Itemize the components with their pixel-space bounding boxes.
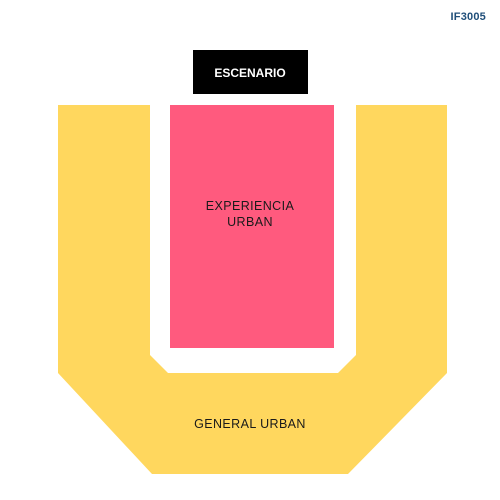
section-experiencia-urban-label-line1: EXPERIENCIA [206, 199, 295, 213]
stage: ESCENARIO [193, 50, 308, 94]
section-experiencia-urban[interactable]: EXPERIENCIA URBAN [170, 105, 334, 348]
section-experiencia-urban-shape[interactable] [170, 105, 334, 348]
section-experiencia-urban-label-line2: URBAN [227, 215, 273, 229]
section-general-urban-shape[interactable] [58, 105, 447, 474]
stage-label: ESCENARIO [214, 66, 285, 80]
section-general-urban-label: GENERAL URBAN [194, 417, 306, 431]
section-general-urban[interactable]: GENERAL URBAN [58, 105, 447, 474]
stage-box [193, 50, 308, 94]
map-code: IF3005 [450, 11, 486, 23]
